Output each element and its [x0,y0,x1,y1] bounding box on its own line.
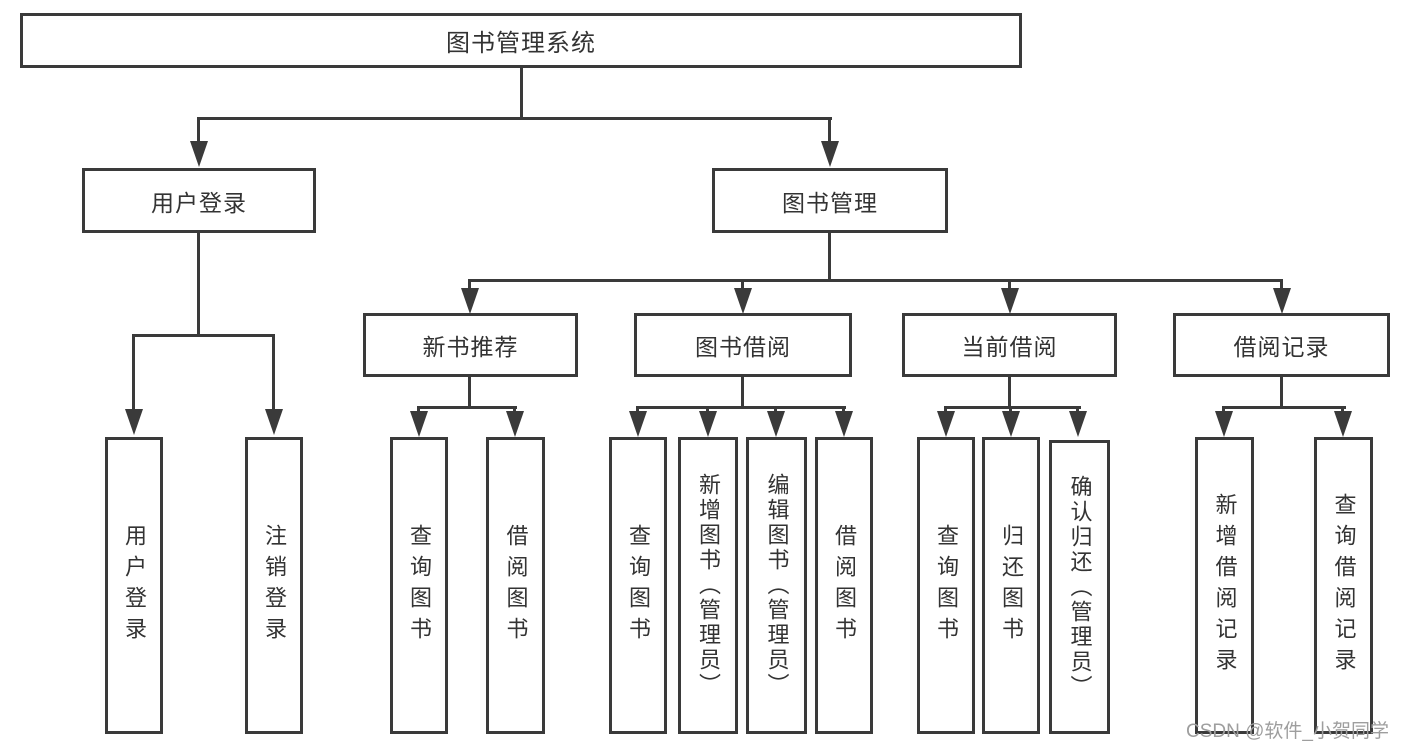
connector-drop [1341,406,1344,414]
connector-user-login-branch [132,334,275,337]
connector-root-stem [520,68,523,117]
connector-drop-borrow-records [1280,279,1283,291]
node-book-borrow-label: 图书借阅 [695,334,791,360]
arrowhead-down-icon [265,409,283,435]
arrowhead-down-icon [1001,288,1019,314]
arrowhead-down-icon [1002,411,1020,437]
node-leaf-query-books-3: 查询图书 [917,437,975,734]
node-book-management: 图书管理 [712,168,948,233]
node-leaf-logout: 注销登录 [245,437,303,734]
node-borrow-records-label: 借阅记录 [1233,334,1330,360]
node-leaf-query-books-1-label: 查询图书 [407,523,432,648]
node-new-book-recommend: 新书推荐 [363,313,578,377]
connector-current-borrow-branch [944,406,1081,409]
connector-drop-user-login [197,117,200,141]
node-leaf-user-login: 用户登录 [105,437,163,734]
node-user-login: 用户登录 [82,168,316,233]
connector-drop-login-leaf [132,334,135,411]
connector-drop-book-management [828,117,831,141]
connector-new-book-branch [417,406,517,409]
connector-new-book-stem [468,377,471,409]
arrowhead-down-icon [1334,411,1352,437]
arrowhead-down-icon [190,141,208,167]
arrowhead-down-icon [410,411,428,437]
connector-book-borrow-stem [741,377,744,409]
connector-current-borrow-stem [1008,377,1011,409]
connector-drop-current-borrow [1008,279,1011,291]
arrowhead-down-icon [767,411,785,437]
connector-drop-book-borrow [741,279,744,291]
node-leaf-query-borrow-record-label: 查询借阅记录 [1331,492,1357,679]
node-leaf-return-books-label: 归还图书 [999,523,1024,648]
connector-drop-logout-leaf [272,334,275,411]
node-leaf-query-books-3-label: 查询图书 [934,523,959,648]
node-leaf-borrow-books-2-label: 借阅图书 [832,523,857,648]
node-leaf-query-books-2-label: 查询图书 [626,523,651,648]
connector-drop [636,406,639,414]
arrowhead-down-icon [821,141,839,167]
connector-drop [842,406,845,414]
connector-drop [1222,406,1225,414]
connector-borrow-records-branch [1222,406,1346,409]
node-leaf-edit-books-admin-label: 编辑图书（管理员） [764,473,790,698]
connector-root-branch [197,117,832,120]
connector-drop [706,406,709,414]
node-borrow-records: 借阅记录 [1173,313,1390,377]
node-book-borrow: 图书借阅 [634,313,852,377]
arrowhead-down-icon [1273,288,1291,314]
node-leaf-confirm-return-admin: 确认归还（管理员） [1049,440,1110,734]
connector-drop [774,406,777,414]
arrowhead-down-icon [734,288,752,314]
connector-drop [513,406,516,414]
node-leaf-add-books-admin-label: 新增图书（管理员） [696,473,721,698]
arrowhead-down-icon [835,411,853,437]
node-leaf-logout-label: 注销登录 [262,523,287,648]
node-root: 图书管理系统 [20,13,1022,68]
node-leaf-query-borrow-record: 查询借阅记录 [1314,437,1373,734]
node-new-book-recommend-label: 新书推荐 [422,334,519,360]
arrowhead-down-icon [461,288,479,314]
connector-user-login-stem [197,233,200,337]
node-leaf-edit-books-admin: 编辑图书（管理员） [746,437,807,734]
csdn-watermark: CSDN @软件_小贺同学 [1186,721,1389,742]
node-leaf-user-login-label: 用户登录 [122,523,147,648]
connector-drop [944,406,947,414]
connector-drop [1009,406,1012,414]
arrowhead-down-icon [699,411,717,437]
node-leaf-add-borrow-record: 新增借阅记录 [1195,437,1254,734]
node-book-management-label: 图书管理 [782,189,878,216]
node-leaf-borrow-books-1: 借阅图书 [486,437,545,734]
node-leaf-return-books: 归还图书 [982,437,1040,734]
connector-drop [417,406,420,414]
connector-drop-new-book [468,279,471,291]
arrowhead-down-icon [1215,411,1233,437]
connector-borrow-records-stem [1280,377,1283,409]
connector-book-management-branch [468,279,1283,282]
connector-drop [1076,406,1079,414]
node-leaf-query-books-2: 查询图书 [609,437,667,734]
connector-book-borrow-branch [636,406,846,409]
node-leaf-borrow-books-1-label: 借阅图书 [503,523,529,648]
node-current-borrow: 当前借阅 [902,313,1117,377]
node-current-borrow-label: 当前借阅 [961,334,1058,360]
node-leaf-add-borrow-record-label: 新增借阅记录 [1212,492,1238,679]
connector-book-management-stem [828,233,831,282]
node-user-login-label: 用户登录 [151,189,247,216]
arrowhead-down-icon [1069,411,1087,437]
arrowhead-down-icon [629,411,647,437]
arrowhead-down-icon [125,409,143,435]
node-leaf-query-books-1: 查询图书 [390,437,448,734]
arrowhead-down-icon [506,411,524,437]
node-leaf-borrow-books-2: 借阅图书 [815,437,873,734]
node-leaf-confirm-return-admin-label: 确认归还（管理员） [1067,474,1093,700]
node-leaf-add-books-admin: 新增图书（管理员） [678,437,738,734]
node-root-label: 图书管理系统 [446,30,596,57]
arrowhead-down-icon [937,411,955,437]
